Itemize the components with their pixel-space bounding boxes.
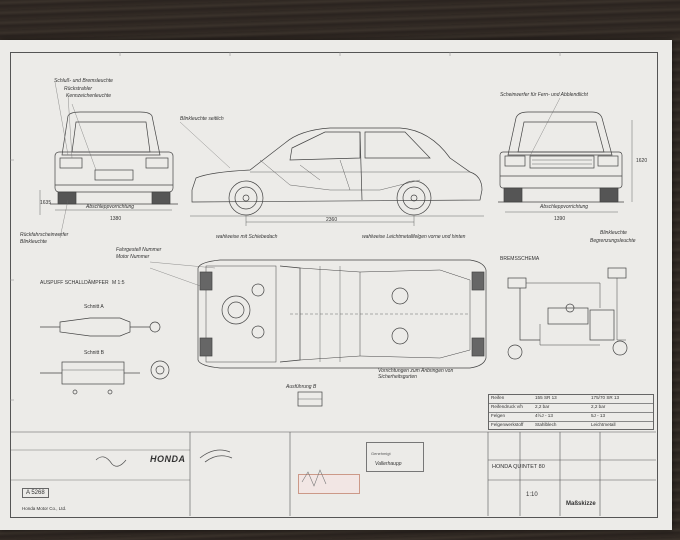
honda-logo: HONDA bbox=[150, 454, 186, 464]
label-rueckfahrscheinwerfer: Rückfahrscheinwerfer bbox=[20, 232, 69, 238]
dim-2360: 2360 bbox=[326, 217, 338, 223]
red-stamp bbox=[298, 474, 360, 494]
label-kennzeichen: Kennzeichenleuchte bbox=[66, 93, 112, 99]
label-blinkleuchte-front: Blinkleuchte bbox=[600, 230, 627, 236]
tire-row: Felgen 4½J - 13 5J - 13 bbox=[489, 413, 653, 422]
front-view-car bbox=[498, 111, 633, 213]
label-bremsschema: BREMSSCHEMA bbox=[500, 256, 540, 262]
side-view-car bbox=[190, 127, 484, 226]
label-abschlepp-front: Abschleppvorrichtung bbox=[540, 204, 589, 210]
blueprint-paper: Schluß- und Bremsleuchte Rückstrahler Ke… bbox=[0, 40, 672, 530]
title-block-lines bbox=[10, 431, 656, 516]
label-schnitt-b: Schnitt B bbox=[84, 350, 105, 356]
exhaust-detail bbox=[40, 317, 170, 395]
maker-text: Honda Motor Co., Ltd. bbox=[22, 506, 67, 511]
label-leichtmetall: wahlweise Leichtmetallfelgen vorne und h… bbox=[362, 234, 466, 240]
brake-schema bbox=[507, 267, 628, 360]
tire-table: Reifen 155 SR 13 175/70 SR 13 Reifendruc… bbox=[488, 394, 654, 430]
model-name: HONDA QUINTET 80 bbox=[492, 464, 545, 470]
label-fahrgestell: Fahrgestell Nummer bbox=[116, 247, 162, 253]
dim-1620: 1620 bbox=[636, 158, 648, 164]
label-scheinwerfer: Scheinwerfer für Fern- und Abblendlicht bbox=[500, 92, 588, 98]
signature: Vallerhaupp bbox=[375, 461, 402, 467]
label-schnitt-a: Schnitt A bbox=[84, 304, 104, 310]
label-vorrichtungen: Vorrichtungen zum Anbringen von Sicherhe… bbox=[378, 368, 454, 380]
blueprint-drawing bbox=[10, 52, 656, 516]
label-auspuff-scale: M 1:5 bbox=[112, 280, 125, 286]
dim-1390-front: 1390 bbox=[554, 216, 566, 222]
label-schluss: Schluß- und Bremsleuchte bbox=[54, 78, 113, 84]
tire-row: Reifen 155 SR 13 175/70 SR 13 bbox=[489, 395, 653, 404]
label-motor: Motor Nummer bbox=[116, 254, 150, 260]
drawing-frame bbox=[10, 52, 658, 518]
label-blinkleuchte-rear: Blinkleuchte bbox=[20, 239, 47, 245]
label-blinkleuchte-seitlich: Blinkleuchte seitlich bbox=[180, 116, 224, 122]
scale-value: 1:10 bbox=[526, 492, 538, 498]
section-b-detail bbox=[297, 391, 323, 407]
top-view-chassis bbox=[197, 259, 487, 369]
tire-row: Reifendruck v/h 2,2 bar 2,2 bar bbox=[489, 404, 653, 413]
label-ausfuehrung: Ausführung B bbox=[286, 384, 317, 390]
approval-stamp: Genehmigt Vallerhaupp bbox=[366, 442, 424, 472]
label-rueckstrahler: Rückstrahler bbox=[64, 86, 93, 92]
drawing-number: A 5268 bbox=[22, 488, 49, 498]
label-auspuff: AUSPUFF SCHALLDÄMPFER bbox=[40, 280, 109, 286]
tire-row: Felgenwerkstoff Stahlblech Leichtmetall bbox=[491, 422, 616, 427]
dim-1380-rear: 1380 bbox=[110, 216, 122, 222]
label-schiebedach: wahlweise mit Schiebedach bbox=[216, 234, 278, 240]
label-abschlepp-rear: Abschleppvorrichtung bbox=[86, 204, 135, 210]
sheet-title: Maßskizze bbox=[566, 501, 596, 507]
rear-view-car bbox=[39, 111, 178, 215]
label-begrenzungsleuchte: Begrenzungsleuchte bbox=[590, 238, 636, 244]
dim-1635: 1635 bbox=[40, 200, 52, 206]
